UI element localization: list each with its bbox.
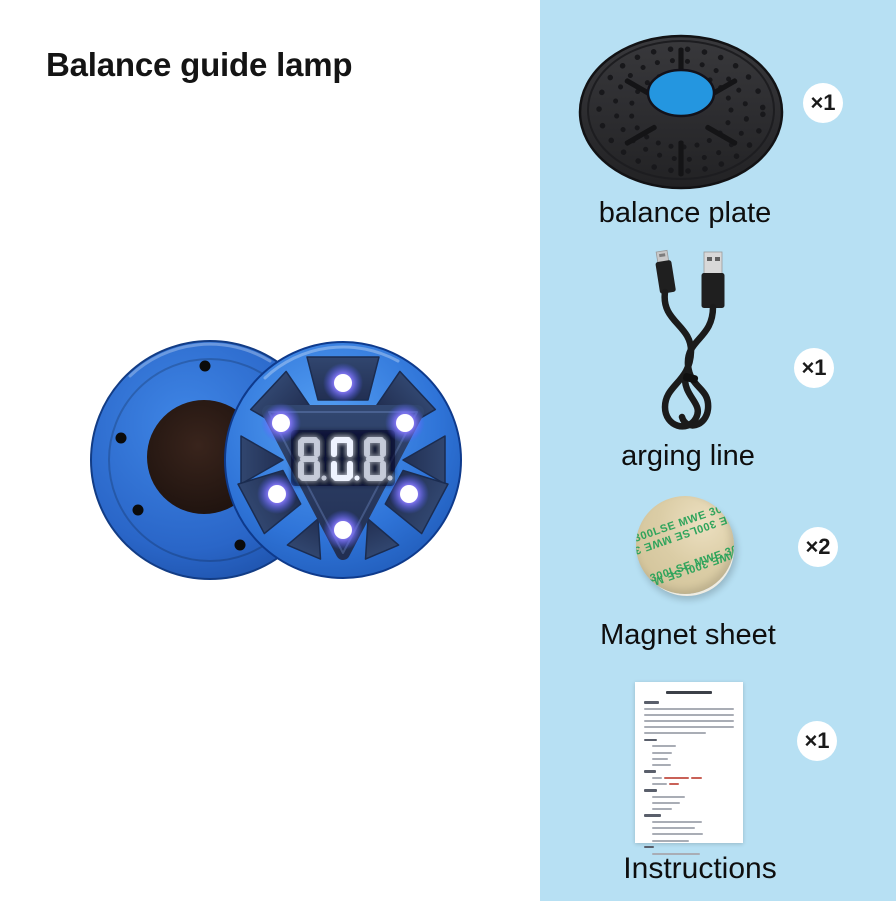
- page-title: Balance guide lamp: [46, 46, 353, 83]
- accessory-label-balance-plate: balance plate: [598, 197, 772, 229]
- quantity-badge-instructions: ×1: [797, 721, 837, 761]
- accessory-label-instructions: Instructions: [623, 852, 777, 885]
- instructions-image: [635, 682, 743, 855]
- magnet-sheet-image: MWE 300LSE MWE 300LSE MWE 300LSE MWE 300…: [636, 496, 734, 594]
- plate-center-pad: [646, 68, 716, 118]
- balance-plate-image: [578, 34, 784, 190]
- accessory-label-charging-line: arging line: [621, 440, 755, 472]
- quantity-badge-magnet-sheet: ×2: [798, 527, 838, 567]
- usb-a-connector: [701, 251, 725, 308]
- accessory-label-magnet-sheet: Magnet sheet: [600, 619, 776, 651]
- product-image: [90, 340, 462, 580]
- led-lights: [257, 363, 429, 550]
- charging-cable-image: [655, 249, 725, 430]
- micro-usb-connector: [655, 249, 676, 294]
- quantity-badge-charging-line: ×1: [794, 348, 834, 388]
- led-display: [291, 430, 395, 486]
- quantity-badge-balance-plate: ×1: [803, 83, 843, 123]
- front-disc: [224, 341, 462, 579]
- screw-holes: [115, 360, 246, 551]
- cable-tie: [682, 373, 699, 384]
